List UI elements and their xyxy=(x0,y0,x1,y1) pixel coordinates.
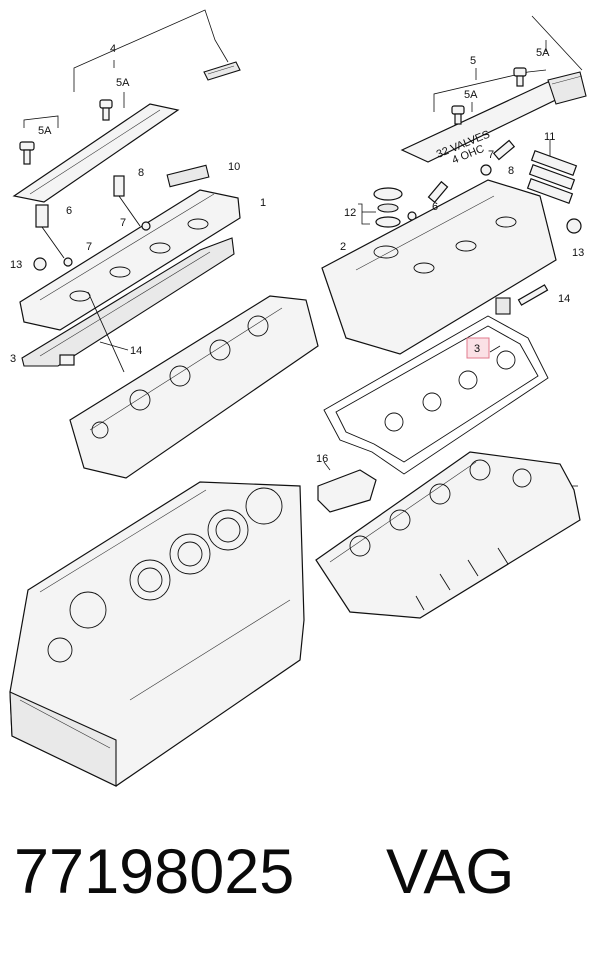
part-7-right-rod xyxy=(492,139,516,161)
callout-8-right: 8 xyxy=(508,165,514,177)
engine-block xyxy=(9,481,305,787)
part-10 xyxy=(166,164,210,188)
bolt-5a-mid xyxy=(99,99,113,121)
oil-pan-lower xyxy=(9,691,117,787)
part-6-left xyxy=(35,204,49,228)
caption: 77198025 VAG xyxy=(14,836,594,936)
callout-11: 11 xyxy=(544,131,555,143)
part-13-left xyxy=(33,257,47,271)
callout-16: 16 xyxy=(316,453,328,465)
callout-5a-left: 5A xyxy=(38,125,52,137)
callout-13-right: 13 xyxy=(572,247,584,259)
callout-5a-right-top: 5A xyxy=(536,47,550,59)
cover-plate-right xyxy=(400,81,574,163)
part-3-bracket xyxy=(59,354,75,366)
bolt-5a-right-a xyxy=(513,67,527,87)
part-13-right xyxy=(566,218,582,234)
part-number: 77198025 xyxy=(14,837,295,907)
part-7-left-b xyxy=(63,257,73,267)
callout-3-right: 3 xyxy=(474,343,480,355)
callout-7-right: 7 xyxy=(488,149,494,161)
callout-labels: 4 5A 5A 6 8 10 7 1 7 13 14 3 5 5A 5A 11 … xyxy=(10,43,584,465)
callout-5a-right: 5A xyxy=(464,89,478,101)
cover-plate-left xyxy=(12,103,180,203)
callout-5: 5 xyxy=(470,55,476,67)
part-11-stack xyxy=(526,150,578,204)
part-8-left xyxy=(113,175,125,197)
callout-5a-top: 5A xyxy=(116,77,130,89)
callout-13-left: 13 xyxy=(10,259,22,271)
callout-6-right: 6 xyxy=(432,201,438,213)
valve-cover-left xyxy=(19,189,241,331)
callout-2: 2 xyxy=(340,241,346,253)
trim-strip-left xyxy=(203,61,241,81)
cylinder-head-right xyxy=(315,451,581,619)
callout-8-left: 8 xyxy=(138,167,144,179)
callout-1: 1 xyxy=(260,197,266,209)
bolt-5a-right-b xyxy=(451,105,465,125)
gasket-right xyxy=(323,315,549,475)
trim-strip-right xyxy=(547,71,587,105)
callout-4: 4 xyxy=(110,43,116,55)
brand-name: VAG xyxy=(386,837,515,907)
bolt-5a-left xyxy=(19,141,35,165)
callout-6-left: 6 xyxy=(66,205,72,217)
callout-3-left: 3 xyxy=(10,353,16,365)
part-7-left-a xyxy=(141,221,151,231)
callout-10: 10 xyxy=(228,161,240,173)
part-6-right xyxy=(427,180,449,204)
callout-12: 12 xyxy=(344,207,356,219)
callout-14-right: 14 xyxy=(558,293,570,305)
valve-cover-right xyxy=(321,179,557,355)
callout-14-left: 14 xyxy=(130,345,142,357)
part-8-right xyxy=(480,164,492,176)
highlighted-callout-box xyxy=(466,337,490,359)
oil-filler-cap xyxy=(373,187,403,228)
callout-7-left-a: 7 xyxy=(120,217,126,229)
right-head-assembly: 32 VALVES 4 OHC xyxy=(315,15,587,619)
left-head-assembly xyxy=(12,9,319,479)
part-16 xyxy=(317,469,377,513)
part-14-right xyxy=(517,284,549,306)
cylinder-head-left xyxy=(69,295,319,479)
part-14-right-grommet xyxy=(495,297,511,315)
callout-7-left-b: 7 xyxy=(86,241,92,253)
